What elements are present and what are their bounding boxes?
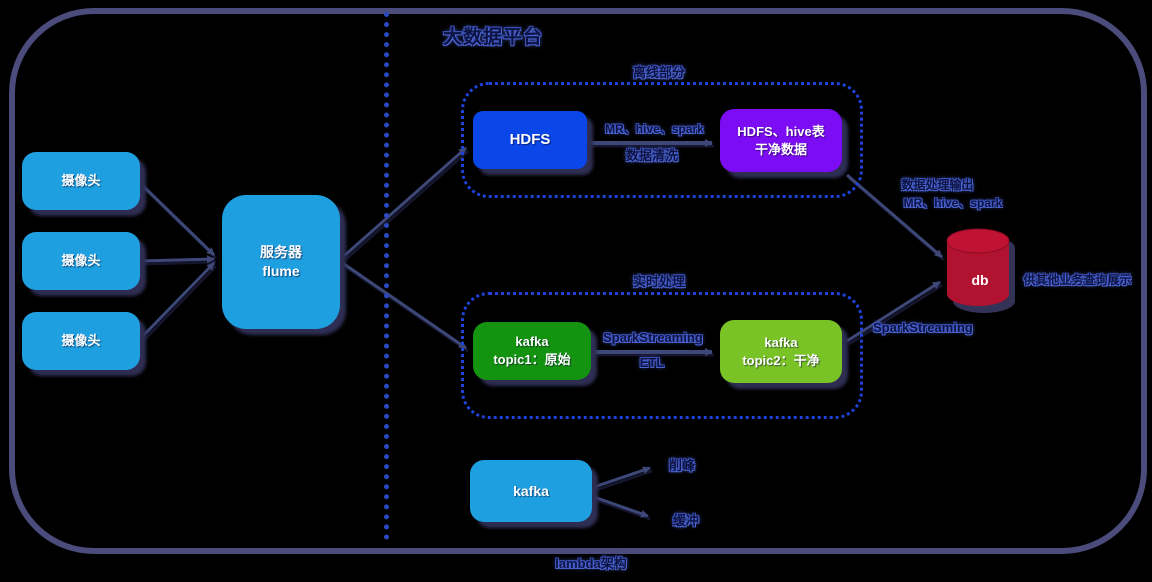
page-title: 大数据平台 [442,27,543,48]
db-write-label-line2: MR、hive、spark [903,196,1003,210]
arrow-cam3-to-flume [138,261,216,341]
kafka-peak-label: 削峰 [668,458,695,473]
arrow-kafka-to-peak [593,466,651,489]
offline-arrow-label-top: MR、hive、spark [605,122,704,136]
db-label: db [971,272,989,288]
offline-arrow-label-bottom: 数据清洗 [625,148,678,163]
offline-group-label: 离线部分 [632,65,685,80]
arrow-cam1-to-flume [138,181,216,257]
kafka-topic1-box: kafka topic1：原始 [473,322,591,380]
kafka-note-box: kafka [470,460,592,522]
arrow-flume-to-topic1 [343,262,467,350]
clean-data-line2: 干净数据 [754,141,807,157]
arrow-flume-to-hdfs [343,146,467,258]
realtime-arrow-label-top: SparkStreaming [603,330,703,345]
kafka-note-box-label: kafka [513,482,549,499]
footer-architecture-label: lambda架构 [555,556,627,571]
camera-box-1-label: 摄像头 [61,173,101,189]
arrow-kafka-to-buffer [593,495,649,518]
kafka-topic1-line2: topic1：原始 [493,352,571,367]
db-write-label-line1: 数据处理输出 [901,178,974,192]
db-query-label: 供其他业务查询展示 [1023,273,1132,287]
arrow-cam2-to-flume [139,255,215,264]
realtime-group-box [461,292,863,419]
kafka-topic2-line2: topic2：干净 [742,352,820,368]
kafka-buffer-label: 缓冲 [672,513,699,528]
camera-box-2-label: 摄像头 [61,253,101,269]
clean-data-line1: HDFS、hive表 [737,123,825,139]
flume-server-box: 服务器 flume [222,195,340,329]
kafka-topic2-line1: kafka [764,334,798,350]
db-cylinder [946,228,1015,313]
camera-box-3-label: 摄像头 [61,333,101,349]
realtime-arrow-label-bottom: ETL [639,355,665,370]
arrow-clean-to-db [846,173,943,259]
hdfs-box: HDFS [473,111,587,169]
realtime-group-label: 实时处理 [632,274,685,289]
kafka-topic1-line1: kafka [515,334,549,350]
camera-box-3: 摄像头 [22,312,140,370]
outer-frame [9,8,1147,554]
db-stream-label: SparkStreaming [873,320,973,335]
camera-box-1: 摄像头 [22,152,140,210]
platform-divider-dotted-line [384,12,389,540]
flume-server-line1: 服务器 [260,244,302,261]
hdfs-box-label: HDFS [509,130,551,148]
flume-server-line2: flume [262,263,300,279]
kafka-topic2-box: kafka topic2：干净 [720,320,842,383]
offline-group-box [461,82,863,198]
camera-box-2: 摄像头 [22,232,140,290]
clean-data-box: HDFS、hive表 干净数据 [720,109,842,172]
